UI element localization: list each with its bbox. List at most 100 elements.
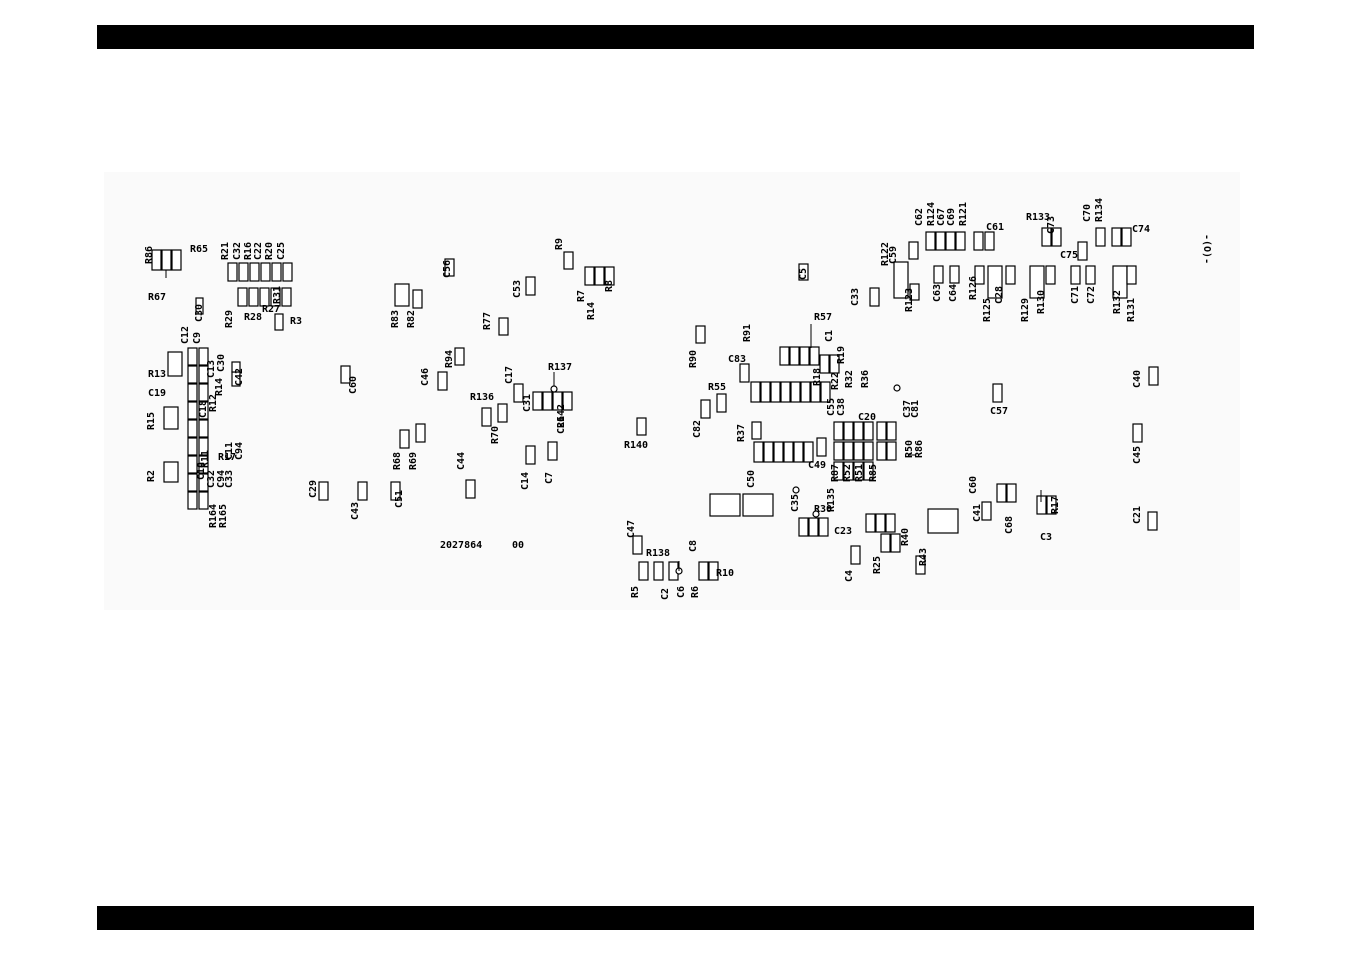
test-point bbox=[893, 384, 901, 392]
component-pad bbox=[973, 231, 984, 251]
component-pad bbox=[945, 231, 956, 251]
component-pad bbox=[799, 346, 810, 366]
component-pad bbox=[281, 287, 292, 307]
component-pad bbox=[790, 381, 801, 403]
component-label: C63 bbox=[932, 284, 943, 302]
component-pad bbox=[394, 283, 410, 307]
component-label: R27 bbox=[262, 304, 280, 315]
component-pad bbox=[779, 346, 790, 366]
component-label: C71 bbox=[1070, 286, 1081, 304]
component-pad bbox=[915, 555, 926, 575]
component-label: C57 bbox=[990, 406, 1008, 417]
component-label: R133 bbox=[1026, 212, 1050, 223]
component-label: C31 bbox=[522, 394, 533, 412]
component-pad bbox=[1006, 483, 1017, 503]
component-label: R124 bbox=[926, 202, 937, 226]
component-label: R83 bbox=[390, 310, 401, 328]
component-pad bbox=[161, 249, 172, 271]
component-label: R90 bbox=[688, 350, 699, 368]
component-pad bbox=[562, 391, 573, 411]
component-pad bbox=[885, 513, 896, 533]
component-label: R67 bbox=[148, 292, 166, 303]
component-label: C30 bbox=[216, 354, 227, 372]
component-label: R50 bbox=[904, 440, 915, 458]
component-pad bbox=[981, 501, 992, 521]
component-pad bbox=[198, 437, 209, 456]
component-pad bbox=[698, 561, 709, 581]
component-label: R22 bbox=[830, 372, 841, 390]
component-pad bbox=[525, 445, 536, 465]
component-pad bbox=[886, 441, 897, 461]
component-label: C75 bbox=[1060, 250, 1078, 261]
component-pad bbox=[739, 363, 750, 383]
component-label: R91 bbox=[742, 324, 753, 342]
component-label: R16 bbox=[243, 242, 254, 260]
component-label: C70 bbox=[1082, 204, 1093, 222]
component-label: C28 bbox=[994, 286, 1005, 304]
component-pad bbox=[513, 383, 524, 403]
component-pad bbox=[933, 265, 944, 284]
component-pad bbox=[198, 419, 209, 438]
component-pad bbox=[390, 481, 401, 501]
component-pad bbox=[709, 493, 741, 517]
component-label: R65 bbox=[190, 244, 208, 255]
component-label: R25 bbox=[872, 556, 883, 574]
component-label: R164 bbox=[208, 504, 219, 528]
component-pad bbox=[987, 265, 1003, 299]
header-bar bbox=[97, 25, 1254, 49]
component-label: R30 bbox=[814, 504, 832, 515]
test-point bbox=[792, 486, 800, 494]
component-label: R137 bbox=[548, 362, 572, 373]
component-label: R125 bbox=[982, 298, 993, 322]
component-label: R10 bbox=[716, 568, 734, 579]
component-pad bbox=[996, 483, 1007, 503]
component-pad bbox=[198, 401, 209, 420]
component-label: C51 bbox=[394, 490, 405, 508]
component-label: C47 bbox=[626, 520, 637, 538]
component-label: C60 bbox=[968, 476, 979, 494]
component-label: R142 bbox=[556, 404, 567, 428]
component-pad bbox=[1121, 227, 1132, 247]
component-label: C50 bbox=[746, 470, 757, 488]
component-pad bbox=[750, 381, 761, 403]
component-pad bbox=[909, 283, 920, 301]
component-label: C46 bbox=[420, 368, 431, 386]
component-pad bbox=[863, 441, 874, 461]
component-label: R8 bbox=[604, 280, 615, 292]
component-label: R123 bbox=[904, 288, 915, 312]
component-label: R77 bbox=[482, 312, 493, 330]
component-pad bbox=[231, 361, 241, 373]
component-pad bbox=[809, 346, 820, 366]
component-label: R15 bbox=[146, 412, 157, 430]
component-pad bbox=[497, 403, 508, 423]
orientation-mark: -(O)- bbox=[1201, 234, 1212, 264]
component-pad bbox=[810, 381, 821, 403]
component-pad bbox=[927, 508, 959, 534]
component-label: R32 bbox=[844, 370, 855, 388]
component-label: C32 bbox=[232, 242, 243, 260]
component-pad bbox=[584, 266, 595, 286]
component-pad bbox=[318, 481, 329, 501]
component-pad bbox=[833, 441, 844, 461]
component-label: R6 bbox=[690, 586, 701, 598]
component-pad bbox=[198, 455, 209, 474]
component-label: C38 bbox=[836, 398, 847, 416]
component-pad bbox=[399, 429, 410, 449]
component-label: C49 bbox=[808, 460, 826, 471]
component-label: C37 bbox=[902, 400, 913, 418]
component-label: R2 bbox=[146, 470, 157, 482]
component-label: C59 bbox=[888, 246, 899, 264]
component-pad bbox=[259, 287, 270, 307]
component-label: C8 bbox=[688, 540, 699, 552]
test-point bbox=[812, 510, 820, 518]
component-pad bbox=[798, 263, 809, 281]
component-label: R17 bbox=[1050, 496, 1061, 514]
component-label: R51 bbox=[854, 464, 865, 482]
component-pad bbox=[547, 441, 558, 461]
component-label: C35 bbox=[790, 494, 801, 512]
component-label: C33 bbox=[850, 288, 861, 306]
component-label: R21 bbox=[220, 242, 231, 260]
component-label: R52 bbox=[842, 464, 853, 482]
component-pad bbox=[1132, 423, 1143, 443]
